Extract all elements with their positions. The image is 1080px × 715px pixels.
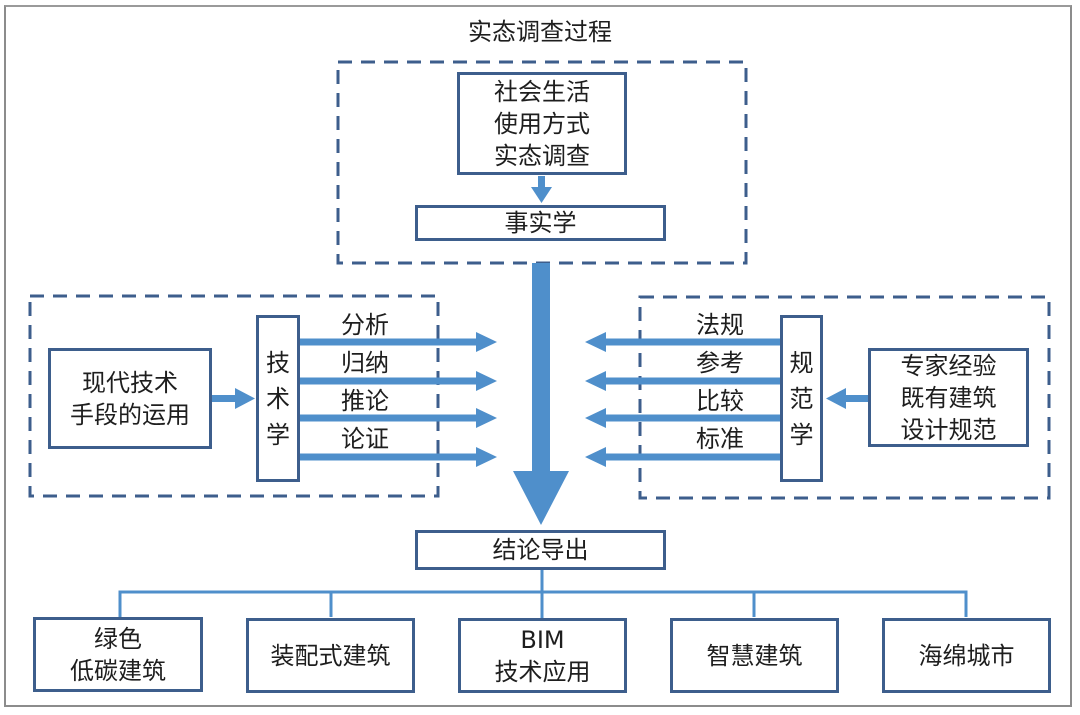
left-arrow-4 bbox=[300, 447, 497, 467]
outcome-sponge-city: 海绵城市 bbox=[882, 618, 1051, 693]
conclusion-box: 结论导出 bbox=[415, 530, 666, 570]
norm-char-1: 规 bbox=[789, 348, 814, 377]
tech-char-2: 术 bbox=[266, 384, 290, 413]
outcome-1-line-1: 绿色 bbox=[94, 624, 142, 653]
fact-label: 事实学 bbox=[504, 209, 577, 237]
right-label-reference: 参考 bbox=[696, 349, 744, 377]
survey-line-3: 实态调查 bbox=[494, 141, 590, 170]
arrow-modern-to-tech bbox=[211, 388, 255, 409]
outcome-smart-building: 智慧建筑 bbox=[670, 618, 839, 693]
right-dashed-group bbox=[638, 295, 1051, 500]
outcome-1-line-2: 低碳建筑 bbox=[70, 656, 166, 685]
right-arrow-4 bbox=[585, 447, 781, 467]
survey-line-1: 社会生活 bbox=[494, 77, 590, 106]
outcome-3-line-2: 技术应用 bbox=[494, 657, 591, 686]
outcome-3-line-1: BIM bbox=[520, 625, 565, 654]
diagram-title: 实态调查过程 bbox=[468, 18, 612, 46]
left-arrow-1 bbox=[300, 332, 497, 352]
left-arrow-3 bbox=[300, 408, 497, 428]
left-label-analysis: 分析 bbox=[341, 311, 389, 339]
conclusion-label: 结论导出 bbox=[492, 536, 589, 564]
outcome-bim: BIM 技术应用 bbox=[458, 618, 627, 693]
main-down-arrow bbox=[513, 263, 569, 525]
survey-box: 社会生活 使用方式 实态调查 bbox=[457, 72, 627, 175]
outcome-prefab-building: 装配式建筑 bbox=[246, 618, 415, 693]
fact-box: 事实学 bbox=[415, 205, 666, 241]
left-label-argument: 论证 bbox=[341, 425, 389, 453]
expert-box: 专家经验 既有建筑 设计规范 bbox=[868, 348, 1029, 447]
left-label-induction: 归纳 bbox=[341, 349, 389, 377]
expert-line-3: 设计规范 bbox=[900, 415, 997, 444]
right-label-regulation: 法规 bbox=[696, 311, 744, 339]
outcome-5-line-1: 海绵城市 bbox=[918, 641, 1015, 670]
outcome-connectors bbox=[118, 569, 968, 620]
expert-line-1: 专家经验 bbox=[900, 351, 997, 380]
arrow-survey-to-fact bbox=[531, 176, 552, 203]
left-arrow-2 bbox=[300, 371, 497, 391]
modern-tech-line-2: 手段的运用 bbox=[70, 400, 190, 429]
norm-science-box: 规 范 学 bbox=[780, 315, 823, 482]
right-label-standard: 标准 bbox=[696, 425, 744, 453]
survey-line-2: 使用方式 bbox=[494, 109, 590, 138]
modern-tech-box: 现代技术 手段的运用 bbox=[48, 348, 212, 449]
right-arrow-2 bbox=[585, 371, 781, 391]
tech-char-1: 技 bbox=[266, 348, 290, 377]
right-arrow-3 bbox=[585, 408, 781, 428]
outcome-4-line-1: 智慧建筑 bbox=[706, 641, 803, 670]
left-label-inference: 推论 bbox=[341, 387, 389, 415]
norm-char-2: 范 bbox=[789, 384, 814, 413]
tech-char-3: 学 bbox=[266, 420, 290, 449]
outcome-2-line-1: 装配式建筑 bbox=[270, 641, 391, 670]
norm-char-3: 学 bbox=[789, 420, 814, 449]
right-arrow-1 bbox=[585, 332, 781, 352]
right-label-comparison: 比较 bbox=[696, 387, 744, 415]
tech-science-box: 技 术 学 bbox=[256, 315, 300, 482]
outcome-green-low-carbon: 绿色 低碳建筑 bbox=[33, 617, 203, 692]
left-dashed-group bbox=[28, 294, 440, 498]
arrow-expert-to-norm bbox=[826, 388, 870, 409]
modern-tech-line-1: 现代技术 bbox=[82, 368, 178, 397]
outer-frame bbox=[4, 5, 1072, 707]
expert-line-2: 既有建筑 bbox=[900, 383, 997, 412]
